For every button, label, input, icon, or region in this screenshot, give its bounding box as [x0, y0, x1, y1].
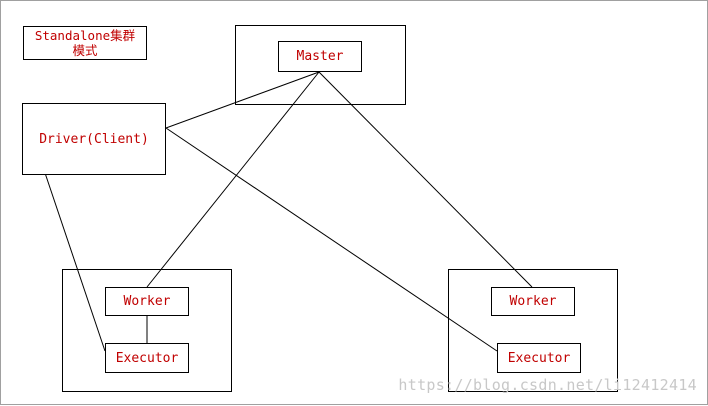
master-node: Master — [278, 41, 362, 72]
edge-master-worker-right — [318, 71, 533, 288]
edge-driver-master — [165, 71, 320, 129]
executor-right: Executor — [497, 343, 581, 373]
worker-node-left-box — [62, 269, 232, 392]
worker-right: Worker — [491, 287, 575, 316]
edge-master-worker-left — [146, 71, 320, 288]
watermark: https://blog.csdn.net/li12412414 — [398, 376, 697, 394]
edge-driver-executor-right — [165, 127, 498, 352]
executor-left: Executor — [105, 343, 189, 373]
worker-left: Worker — [105, 287, 189, 316]
master-node-box — [235, 25, 406, 105]
worker-node-right-box — [448, 269, 618, 392]
driver-node: Driver(Client) — [22, 103, 166, 175]
diagram-title: Standalone集群 模式 — [23, 26, 147, 60]
edge-driver-executor-left — [42, 166, 106, 352]
